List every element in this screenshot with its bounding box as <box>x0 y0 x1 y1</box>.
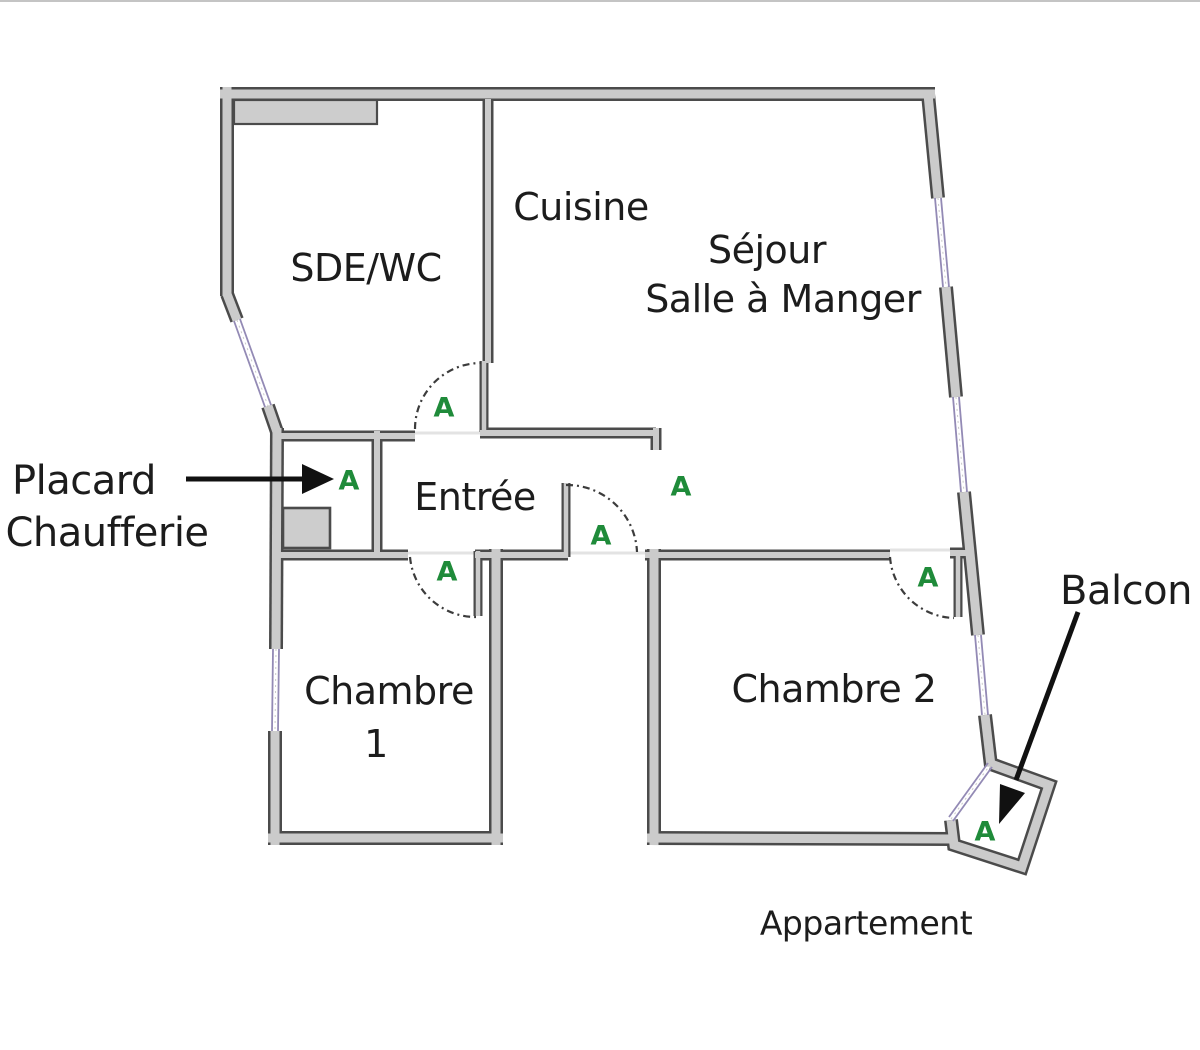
window-sejour-right-2 <box>952 396 968 493</box>
door-arcs <box>408 361 955 620</box>
detector-marker-entry-door: A <box>591 521 612 552</box>
room-labels: SDE/WC Cuisine Séjour Salle à Manger Ent… <box>290 185 937 766</box>
top-border-line <box>0 0 1200 2</box>
label-cuisine: Cuisine <box>513 185 649 229</box>
label-balcon: Balcon <box>1060 568 1192 614</box>
window-chambre1-left <box>271 648 280 732</box>
detector-marker-balcon: A <box>975 817 996 848</box>
windows <box>233 197 993 822</box>
label-sejour-line2: Salle à Manger <box>645 277 922 321</box>
label-entree: Entrée <box>414 475 536 519</box>
callouts: Placard Chaufferie Balcon <box>5 458 1192 824</box>
chambre2-door-arc <box>888 556 955 620</box>
label-chambre1-line1: Chambre <box>304 669 474 713</box>
label-chambre2: Chambre 2 <box>732 667 937 711</box>
label-chambre1-line2: 1 <box>364 722 388 766</box>
label-chaufferie: Chaufferie <box>5 510 208 556</box>
window-sde-slant <box>233 318 272 408</box>
window-sejour-right-1 <box>934 197 950 288</box>
label-sejour-line1: Séjour <box>708 228 827 272</box>
balcon-arrow <box>999 611 1081 824</box>
sde-duct-box <box>232 98 379 126</box>
detector-marker-chambre2-door: A <box>918 563 939 594</box>
door-thresholds <box>408 431 956 555</box>
label-sde-wc: SDE/WC <box>290 246 441 290</box>
sde-door-arc <box>413 361 482 430</box>
detector-markers: A A A A A A A <box>337 391 998 850</box>
label-placard: Placard <box>12 458 156 504</box>
chambre1-door-arc <box>408 556 477 619</box>
entry-door-arc <box>565 483 639 553</box>
plan-title: Appartement <box>760 904 973 943</box>
chaufferie-boiler-box <box>281 506 332 550</box>
detector-marker-sde-door: A <box>434 393 455 424</box>
detector-marker-sejour-passage: A <box>671 472 692 503</box>
window-balcon-door <box>948 762 993 822</box>
detector-marker-chambre1-door: A <box>437 557 458 588</box>
window-chambre2-right <box>974 634 989 716</box>
placard-arrow <box>186 464 334 494</box>
walls-fill <box>220 87 1055 873</box>
detector-marker-placard: A <box>339 466 360 497</box>
